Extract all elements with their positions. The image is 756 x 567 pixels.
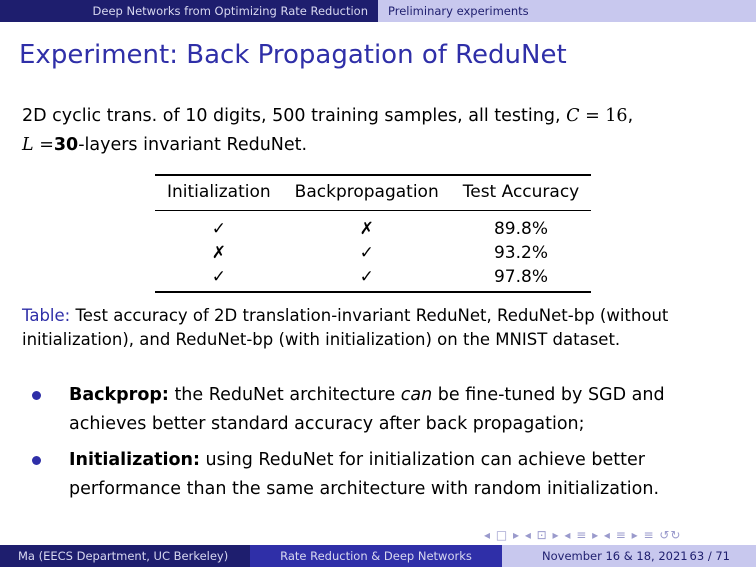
col-header-test-accuracy: Test Accuracy xyxy=(450,174,592,211)
bullet-emphasis: can xyxy=(400,385,433,405)
footer-author: Ma (EECS Department, UC Berkeley) xyxy=(0,545,250,567)
footer-bar: Ma (EECS Department, UC Berkeley) Rate R… xyxy=(0,545,756,567)
list-item: Initialization: using ReduNet for initia… xyxy=(22,446,732,504)
footer-page-number: 63 / 71 xyxy=(689,549,730,563)
beamer-navigation-icons[interactable]: ◂ □ ▸ ◂ ⊡ ▸ ◂ ≡ ▸ ◂ ≡ ▸ ≡ ↺↻ xyxy=(484,528,682,542)
intro-part1: 2D cyclic trans. of 10 digits, 500 train… xyxy=(22,106,567,126)
slide-title: Experiment: Back Propagation of ReduNet xyxy=(19,40,567,70)
footer-date: November 16 & 18, 2021 xyxy=(542,549,688,563)
caption-label: Table: xyxy=(22,306,71,325)
col-header-initialization: Initialization xyxy=(155,174,283,211)
cell-init: ✓ xyxy=(211,219,226,239)
table-caption: Table: Test accuracy of 2D translation-i… xyxy=(22,304,738,352)
math-C-eq: = 16 xyxy=(579,106,628,126)
cell-init: ✗ xyxy=(211,243,226,263)
header-bar: Deep Networks from Optimizing Rate Reduc… xyxy=(0,0,756,22)
results-table: Initialization Backpropagation Test Accu… xyxy=(155,174,592,293)
cell-backprop: ✓ xyxy=(282,265,451,293)
intro-text: 2D cyclic trans. of 10 digits, 500 train… xyxy=(22,102,732,160)
cell-accuracy: 93.2% xyxy=(493,243,548,263)
bullet-list: Backprop: the ReduNet architecture can b… xyxy=(22,381,732,511)
header-section-subsection[interactable]: Preliminary experiments xyxy=(378,0,756,22)
table-row: ✓ ✗ 89.8% xyxy=(155,211,591,242)
cell-accuracy: 97.8% xyxy=(450,265,592,293)
footer-talk-title: Rate Reduction & Deep Networks xyxy=(250,545,502,567)
col-header-backpropagation: Backpropagation xyxy=(282,174,451,211)
bullet-icon xyxy=(32,456,41,465)
intro-comma: , xyxy=(627,106,634,126)
header-section-current[interactable]: Deep Networks from Optimizing Rate Reduc… xyxy=(0,0,378,22)
math-L: L xyxy=(22,135,34,155)
bullet-text: using ReduNet for initialization can ach… xyxy=(69,450,660,499)
cell-init: ✓ xyxy=(155,265,283,293)
cell-backprop: ✗ xyxy=(359,219,374,239)
bullet-heading: Initialization: xyxy=(69,450,200,470)
bullet-icon xyxy=(32,391,41,400)
bullet-heading: Backprop: xyxy=(69,385,169,405)
table-row: ✗ ✓ 93.2% xyxy=(155,241,591,265)
table-row: ✓ ✓ 97.8% xyxy=(155,265,592,293)
cell-accuracy: 89.8% xyxy=(493,219,548,239)
math-C: C xyxy=(566,106,580,126)
footer-info: November 16 & 18, 2021 63 / 71 xyxy=(502,545,756,567)
math-L-eq: = xyxy=(33,135,54,155)
bullet-text-end: be fine-tuned by SGD and achieves better… xyxy=(69,385,665,434)
intro-part2: -layers invariant ReduNet. xyxy=(78,135,308,155)
list-item: Backprop: the ReduNet architecture can b… xyxy=(22,381,732,439)
table-header-row: Initialization Backpropagation Test Accu… xyxy=(155,174,592,211)
cell-backprop: ✓ xyxy=(359,243,374,263)
layers-count: 30 xyxy=(53,135,79,155)
caption-text: Test accuracy of 2D translation-invarian… xyxy=(22,306,669,349)
bullet-text: the ReduNet architecture xyxy=(168,385,401,405)
